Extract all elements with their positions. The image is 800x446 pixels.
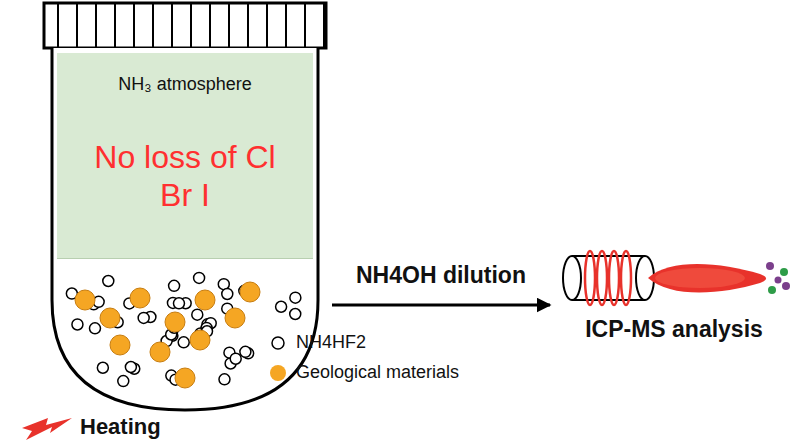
particles (66, 272, 301, 388)
legend-swatch (268, 363, 288, 383)
process-arrow (332, 304, 550, 307)
vial-body (52, 48, 318, 410)
arrow-label: NH4OH dilution (356, 262, 526, 289)
vial-cap (44, 3, 326, 48)
legend-item: Geological materials (268, 362, 459, 383)
legend-text: NH4HF2 (296, 332, 366, 353)
atmosphere-label: NH₃ atmosphere (118, 74, 251, 96)
legend-item: NH4HF2 (268, 332, 366, 353)
node-caption: ICP-MS analysis (585, 316, 763, 344)
legend-text: Geological materials (296, 362, 459, 383)
highlight-text: No loss of Cl Br I (80, 138, 290, 215)
icp-torch (563, 251, 790, 305)
vial-node: NH₃ atmosphere No loss of Cl Br I (52, 48, 318, 410)
heating-symbol (22, 418, 72, 440)
icp-ms-node: ICP-MS analysis (552, 222, 796, 346)
legend-swatch (268, 333, 288, 353)
heating-label: Heating (80, 414, 161, 440)
